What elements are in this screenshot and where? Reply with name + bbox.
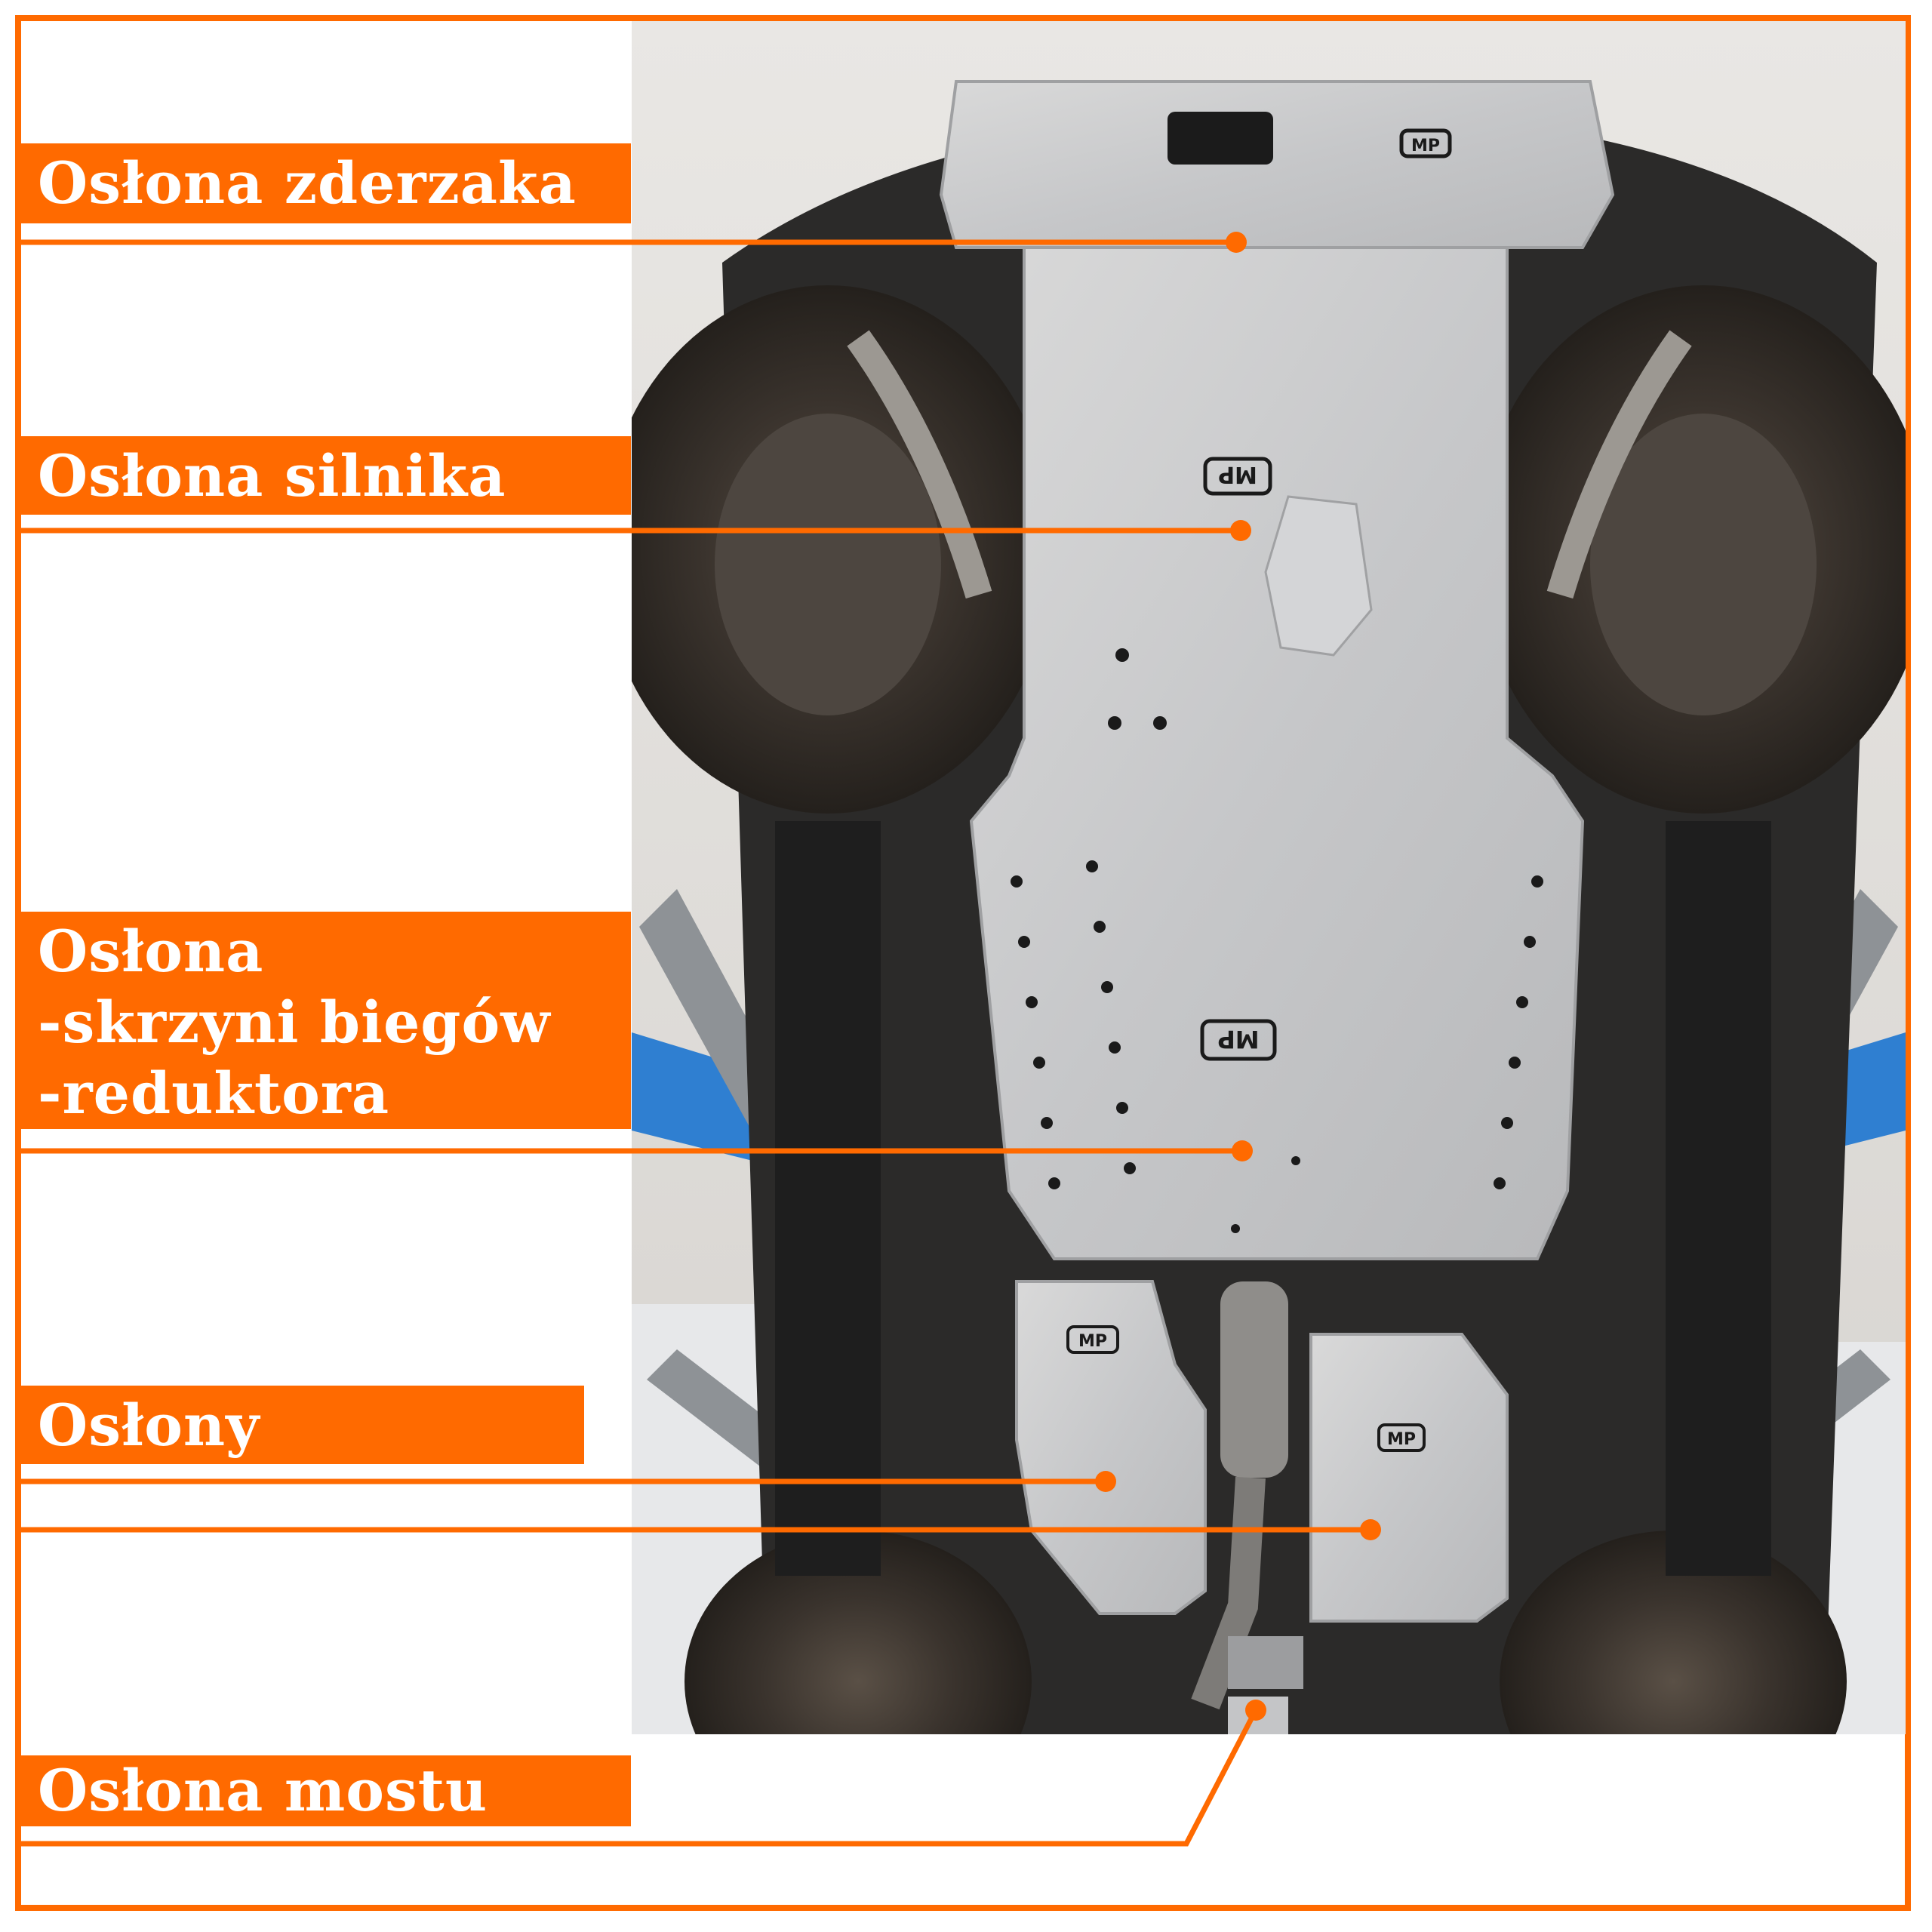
- logo-mp-gearbox: MP: [1217, 1025, 1259, 1054]
- undercarriage-illustration: MP MP MP MP MP: [632, 21, 1906, 1734]
- label-tank-guards: Osłony zbiornika: [21, 1386, 584, 1530]
- orange-frame: [15, 15, 1911, 1911]
- label-engine-guard: Osłona silnika: [21, 436, 631, 515]
- label-gearbox-guard: Osłona -skrzyni biegów -reduktora: [21, 912, 631, 1129]
- logo-mp-tank-right: MP: [1387, 1430, 1416, 1449]
- logo-mp-tank-left: MP: [1078, 1332, 1107, 1351]
- undercarriage-photo: MP MP MP MP MP: [632, 21, 1906, 1734]
- logo-mp-engine: MP: [1218, 461, 1257, 488]
- label-bumper-guard: Osłona zderzaka: [21, 143, 631, 223]
- logo-mp-bumper: MP: [1411, 137, 1440, 155]
- label-axle-guard: Osłona mostu: [21, 1755, 631, 1826]
